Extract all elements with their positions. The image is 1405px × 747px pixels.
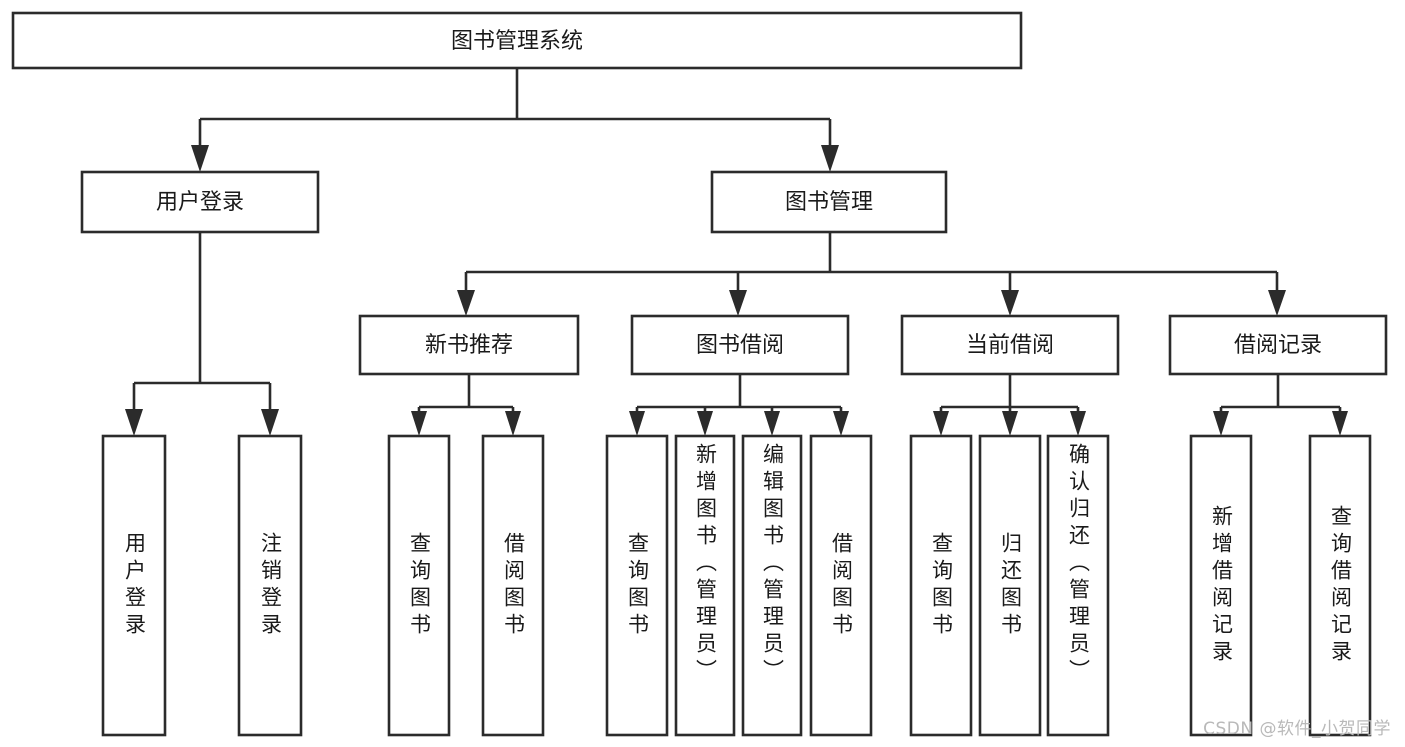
leaf-add-book-admin-box[interactable] (674, 434, 736, 737)
arrowhead-leaf-userlogin (125, 409, 143, 436)
node-borrow-record-label: 借阅记录 (1234, 333, 1322, 358)
leaf-query-book-3-box[interactable] (909, 434, 973, 737)
leaf-query-book-1-box[interactable] (387, 434, 451, 737)
arrowhead-add-book (697, 411, 713, 436)
node-book-borrow-label: 图书借阅 (696, 333, 784, 358)
node-user-login-box[interactable] (80, 170, 320, 234)
node-root-label: 图书管理系统 (451, 29, 583, 54)
arrowhead-newbook (457, 290, 475, 316)
node-current-borrow-box[interactable] (900, 314, 1120, 376)
leaf-logout-box[interactable] (237, 434, 303, 737)
arrowhead-query-book-2 (629, 411, 645, 436)
arrowhead-user-login (191, 145, 209, 172)
arrowhead-return-book (1002, 411, 1018, 436)
leaf-query-book-2-box[interactable] (605, 434, 669, 737)
node-current-borrow-label: 当前借阅 (966, 333, 1054, 358)
node-borrow-record-box[interactable] (1168, 314, 1388, 376)
arrowhead-add-record (1213, 411, 1229, 436)
leaf-borrow-book-1-box[interactable] (481, 434, 545, 737)
arrowheads-group (125, 145, 1348, 436)
arrowhead-query-record (1332, 411, 1348, 436)
arrowhead-edit-book (764, 411, 780, 436)
arrowhead-book-manage (821, 145, 839, 172)
arrowhead-borrow-book-1 (505, 411, 521, 436)
arrowhead-currentborrow (1001, 290, 1019, 316)
node-book-manage-box[interactable] (710, 170, 948, 234)
node-user-login-label: 用户登录 (156, 190, 244, 215)
leaf-borrow-book-2-box[interactable] (809, 434, 873, 737)
node-book-manage-label: 图书管理 (785, 190, 873, 215)
node-book-borrow-box[interactable] (630, 314, 850, 376)
arrowhead-query-book-3 (933, 411, 949, 436)
leaf-return-book-box[interactable] (978, 434, 1042, 737)
node-new-book-rec-box[interactable] (358, 314, 580, 376)
leaf-add-borrow-record-box[interactable] (1189, 434, 1253, 737)
node-root-box[interactable] (11, 11, 1023, 70)
arrowhead-borrow-book-2 (833, 411, 849, 436)
arrowhead-borrowrecord (1268, 290, 1286, 316)
node-labels-group: 图书管理系统 用户登录 图书管理 新书推荐 图书借阅 当前借阅 借阅记录 (156, 29, 1322, 358)
leaf-edit-book-admin-box[interactable] (741, 434, 803, 737)
leaf-query-borrow-record-box[interactable] (1308, 434, 1372, 737)
arrowhead-confirm-return (1070, 411, 1086, 436)
leaf-user-login-box[interactable] (101, 434, 167, 737)
leaf-confirm-return-box[interactable] (1046, 434, 1110, 737)
nodes-group (11, 11, 1388, 737)
arrowhead-leaf-logout (261, 409, 279, 436)
node-new-book-rec-label: 新书推荐 (425, 333, 513, 358)
arrowhead-bookborrow (729, 290, 747, 316)
arrowhead-query-book-1 (411, 411, 427, 436)
